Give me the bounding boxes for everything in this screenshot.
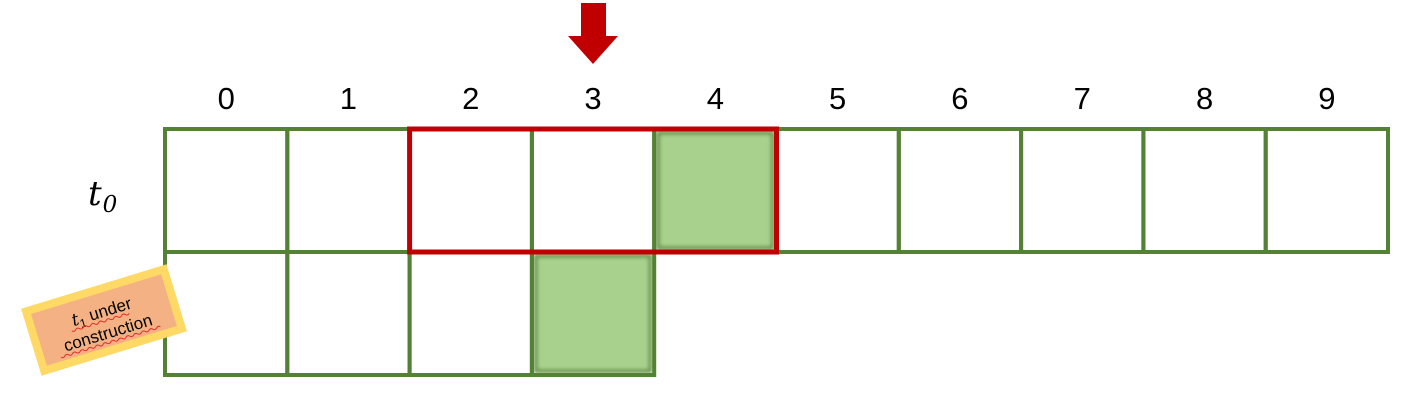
- column-label-6: 6: [951, 81, 968, 116]
- note-spellcheck-underline-2: [60, 325, 161, 359]
- column-label-1: 1: [340, 81, 357, 116]
- cell-border: [285, 250, 412, 377]
- cell-t0-7: [1019, 127, 1146, 254]
- cell-border: [407, 250, 534, 377]
- cell-t0-6: [896, 127, 1024, 254]
- column-label-2: 2: [462, 81, 479, 116]
- row-label-t0-subscript: 0: [103, 192, 118, 218]
- cell-t1-0: [163, 250, 290, 377]
- cell-t1-1: [285, 250, 412, 377]
- row-label-t0: t0: [88, 174, 117, 218]
- cell-border: [896, 127, 1024, 254]
- note-inner-box: [31, 274, 177, 366]
- cell-t0-1: [285, 127, 412, 254]
- sliding-window-highlight: [407, 126, 779, 255]
- column-label-3: 3: [584, 81, 601, 116]
- cell-border: [407, 127, 534, 254]
- cell-border: [1019, 127, 1146, 254]
- note-spellcheck-underline: [71, 313, 130, 332]
- cell-border: [285, 127, 412, 254]
- row-t1-construction-note: t1 under construction: [21, 264, 187, 376]
- cell-border: [163, 127, 290, 254]
- cell-border: [774, 127, 901, 254]
- column-label-5: 5: [829, 81, 846, 116]
- cell-t0-9: [1263, 127, 1390, 254]
- cell-border: [1141, 127, 1268, 254]
- cell-t0-4: [652, 127, 779, 254]
- column-label-9: 9: [1318, 81, 1335, 116]
- column-label-8: 8: [1196, 81, 1213, 116]
- note-t1-subscript: 1: [78, 315, 89, 330]
- cell-border: [529, 127, 657, 254]
- column-index-labels: 0 1 2 3 4 5 6 7 8 9: [218, 81, 1336, 116]
- column-label-7: 7: [1074, 81, 1091, 116]
- filled-cell-fill: [536, 257, 650, 370]
- cell-t0-3: [529, 127, 657, 254]
- cell-t1-2: [407, 250, 534, 377]
- pointer-arrow-icon: [568, 3, 618, 64]
- cell-t0-2: [407, 127, 534, 254]
- filled-cell-fill: [659, 134, 772, 247]
- cell-t0-0: [163, 127, 290, 254]
- row-label-t0-base: t: [88, 174, 102, 214]
- column-label-4: 4: [707, 81, 724, 116]
- cell-t1-3: [529, 250, 657, 377]
- cell-border: [163, 250, 290, 377]
- cell-t0-8: [1141, 127, 1268, 254]
- cell-t0-5: [774, 127, 901, 254]
- cell-border: [1263, 127, 1390, 254]
- row-t1: [163, 250, 657, 377]
- column-label-0: 0: [218, 81, 235, 116]
